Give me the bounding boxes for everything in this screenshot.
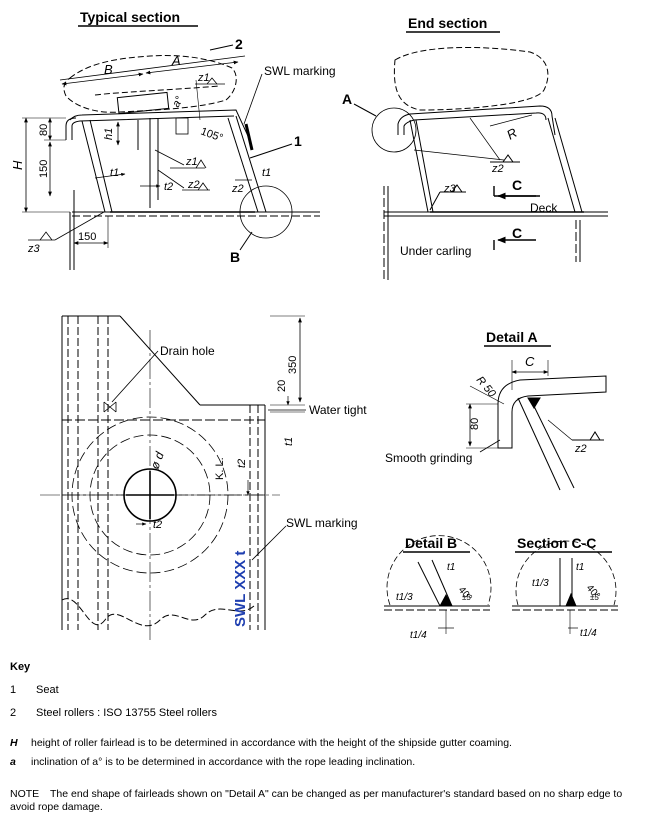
dim-h1: h1 [103, 128, 115, 140]
section-c-top: C [512, 177, 522, 193]
plan-t2-b: t2 [153, 519, 162, 531]
detail-b-view: Detail B t1 t1/3 40° ±5 t1/4 [384, 535, 492, 641]
weld-z1-top: z1 [197, 72, 210, 84]
radius-r: R [504, 125, 520, 143]
note-label: NOTE [10, 788, 40, 800]
phi-d-label: ø d [148, 450, 167, 471]
section-cc-t1-4: t1/4 [580, 628, 597, 639]
note-text: The end shape of fairleads shown on "Det… [10, 788, 623, 813]
detail-a-z2: z2 [574, 443, 587, 455]
callout-2: 2 [235, 36, 243, 52]
dim-h: H [10, 160, 25, 170]
key-title: Key [10, 661, 31, 673]
callout-a: A [342, 91, 352, 107]
key-item-2-num: 2 [10, 707, 17, 719]
dim-20: 20 [276, 380, 288, 392]
key-item-1: 1 Seat [10, 684, 59, 696]
detail-b-t1-4: t1/4 [410, 630, 427, 641]
detail-a-c: C [525, 354, 535, 369]
section-c-bottom: C [512, 225, 522, 241]
thk-t1-left: t1 [110, 167, 119, 179]
end-section-view: End section R z2 z3 A Deck Under carling [342, 15, 608, 280]
plan-t1: t1 [283, 437, 295, 446]
kl-label: K. L. [214, 457, 226, 480]
weld-z3-end: z3 [443, 183, 457, 195]
end-section-title: End section [408, 15, 487, 31]
swl-marking-label-plan: SWL marking [286, 516, 358, 530]
dim-80-top: 80 [38, 124, 50, 136]
section-cc-t1-3: t1/3 [532, 578, 549, 589]
detail-a-80: 80 [469, 418, 481, 430]
dim-b: B [104, 62, 113, 77]
under-carling-label: Under carling [400, 244, 471, 258]
key-item-1-num: 1 [10, 684, 17, 696]
detail-a-view: Detail A C R 50 80 z2 Smooth grinding [385, 329, 607, 491]
detail-a-title: Detail A [486, 329, 538, 345]
key-item-2-text: Steel rollers : ISO 13755 Steel rollers [36, 707, 217, 719]
swl-marking-label-top: SWL marking [264, 64, 336, 78]
water-tight-label: Water tight [309, 403, 367, 417]
smooth-grinding-label: Smooth grinding [385, 451, 472, 465]
fairlead-drawing: Typical section B A 2 [10, 9, 618, 641]
dim-150-side: 150 [38, 160, 50, 178]
thk-t2: t2 [164, 181, 173, 193]
detail-b-t1-3: t1/3 [396, 592, 413, 603]
plan-view: Drain hole ø d K. L. t2 t2 t1 350 20 Wat… [40, 315, 367, 640]
key-item-1-text: Seat [36, 684, 59, 696]
dim-350: 350 [287, 356, 299, 374]
note-a-text: inclination of a° is to be determined in… [31, 756, 416, 768]
section-cc-title: Section C-C [517, 535, 596, 551]
weld-z2-left: z2 [187, 179, 200, 191]
note-a: a inclination of a° is to be determined i… [10, 756, 415, 768]
section-cc-view: Section C-C t1 t1/3 40° ±5 t1/4 [512, 535, 618, 639]
detail-b-tol: ±5 [462, 593, 471, 602]
dim-a: A [171, 53, 181, 68]
dim-150-bottom: 150 [78, 231, 96, 243]
detail-b-t1: t1 [447, 562, 455, 573]
detail-b-title: Detail B [405, 535, 457, 551]
typical-section-title: Typical section [80, 9, 180, 25]
typical-section-view: Typical section B A 2 [10, 9, 336, 270]
section-cc-t1: t1 [576, 562, 584, 573]
note-h-text: height of roller fairlead is to be deter… [31, 737, 512, 749]
drain-hole-label: Drain hole [160, 344, 215, 358]
swl-plate-text: SWL XXX t [232, 551, 249, 627]
weld-z3: z3 [27, 243, 41, 255]
note-h-symbol: H [10, 737, 18, 749]
angle-105: 105° [199, 126, 224, 145]
plan-t2-a: t2 [236, 459, 248, 468]
weld-z1-mid: z1 [185, 156, 198, 168]
weld-z2-right: z2 [231, 183, 244, 195]
callout-b: B [230, 249, 240, 265]
angle-a: a° [170, 94, 186, 110]
key-item-2: 2 Steel rollers : ISO 13755 Steel rollers [10, 707, 217, 719]
deck-label: Deck [530, 201, 558, 215]
callout-1: 1 [294, 133, 302, 149]
section-cc-tol: ±5 [590, 593, 599, 602]
thk-t1-right: t1 [262, 167, 271, 179]
detail-a-r50: R 50 [474, 374, 499, 400]
weld-z2-end: z2 [491, 163, 504, 175]
note-a-symbol: a [10, 756, 16, 768]
